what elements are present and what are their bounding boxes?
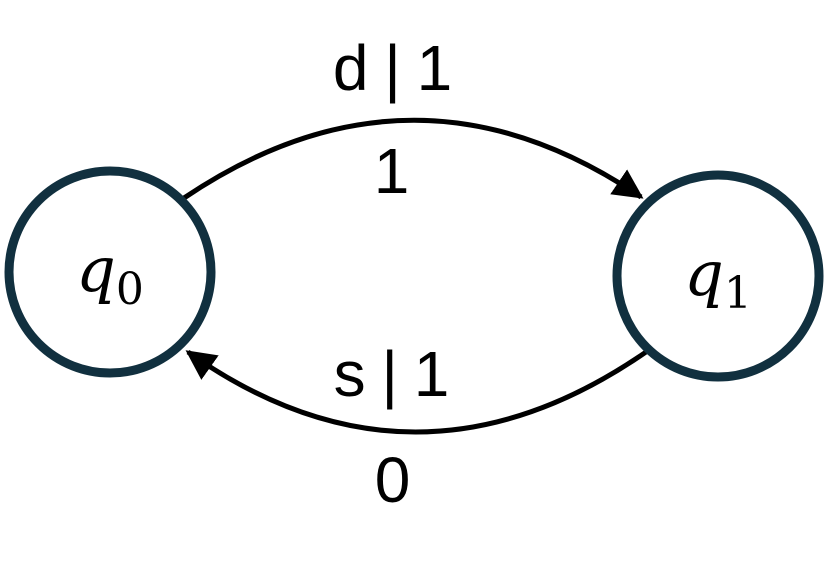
state-q1-label: q1: [684, 237, 752, 319]
state-q1-circle: [612, 170, 824, 382]
transition-q1-q0-weight-label: 0: [375, 444, 410, 516]
transition-arc-q0-to-q1: [182, 117, 644, 201]
transition-q0-q1-input-label: d | 1: [333, 32, 451, 104]
transition-q1-q0-input-label: s | 1: [334, 338, 449, 410]
state-q0-label-main: q: [76, 233, 116, 306]
state-q0-label: q0: [76, 233, 144, 315]
state-q0-label-subscript: 0: [116, 264, 144, 315]
transition-q0-q1-weight-label: 1: [374, 135, 409, 207]
state-q1-label-main: q: [684, 237, 724, 310]
state-q0-circle: [4, 166, 216, 378]
transition-arc-q1-to-q0: [185, 349, 648, 435]
state-q1-label-subscript: 1: [724, 268, 752, 319]
